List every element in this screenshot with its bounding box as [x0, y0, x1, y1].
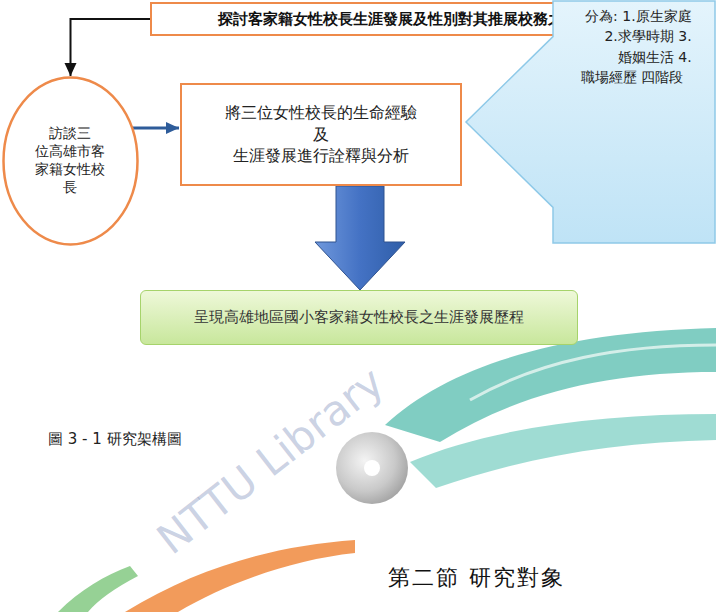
arrow-callout-shape	[466, 1, 715, 243]
watermark: NTTU Library	[147, 357, 392, 564]
disc	[336, 432, 408, 504]
analysis-box: 將三位女性校長的生命經驗 及 生涯發展進行詮釋與分析	[180, 83, 462, 186]
stages-callout: 分為: 1.原生家庭 2.求學時期 3.婚姻生活 4.職場經歷 四階段	[465, 0, 716, 244]
node-text: 訪談三 位高雄市客 家籍女性校 長	[34, 125, 107, 197]
teal-finger	[470, 345, 716, 400]
interview-ellipse: 訪談三 位高雄市客 家籍女性校 長	[2, 76, 139, 246]
node-text: 將三位女性校長的生命經驗 及 生涯發展進行詮釋與分析	[224, 102, 418, 167]
elbow-arrow	[71, 19, 151, 76]
figure-caption: 圖 3 - 1 研究架構圖	[48, 430, 182, 449]
green-arc	[58, 566, 138, 612]
section-heading: 第二節 研究對象	[388, 563, 565, 593]
node-text: 分為: 1.原生家庭 2.求學時期 3.婚姻生活 4.職場經歷 四階段	[581, 6, 692, 87]
orange-arc	[125, 540, 355, 612]
block-arrow	[315, 186, 405, 290]
teal-wing	[410, 414, 716, 488]
disc-hole	[364, 460, 380, 476]
node-text: 呈現高雄地區國小客家籍女性校長之生涯發展歷程	[194, 308, 524, 327]
short-arrow	[132, 127, 179, 130]
ellipse-outline	[4, 78, 138, 245]
result-band: 呈現高雄地區國小客家籍女性校長之生涯發展歷程	[140, 290, 578, 345]
node-text: 探討客家籍女性校長生涯發展及性別對其推展校務之影響	[218, 10, 593, 29]
